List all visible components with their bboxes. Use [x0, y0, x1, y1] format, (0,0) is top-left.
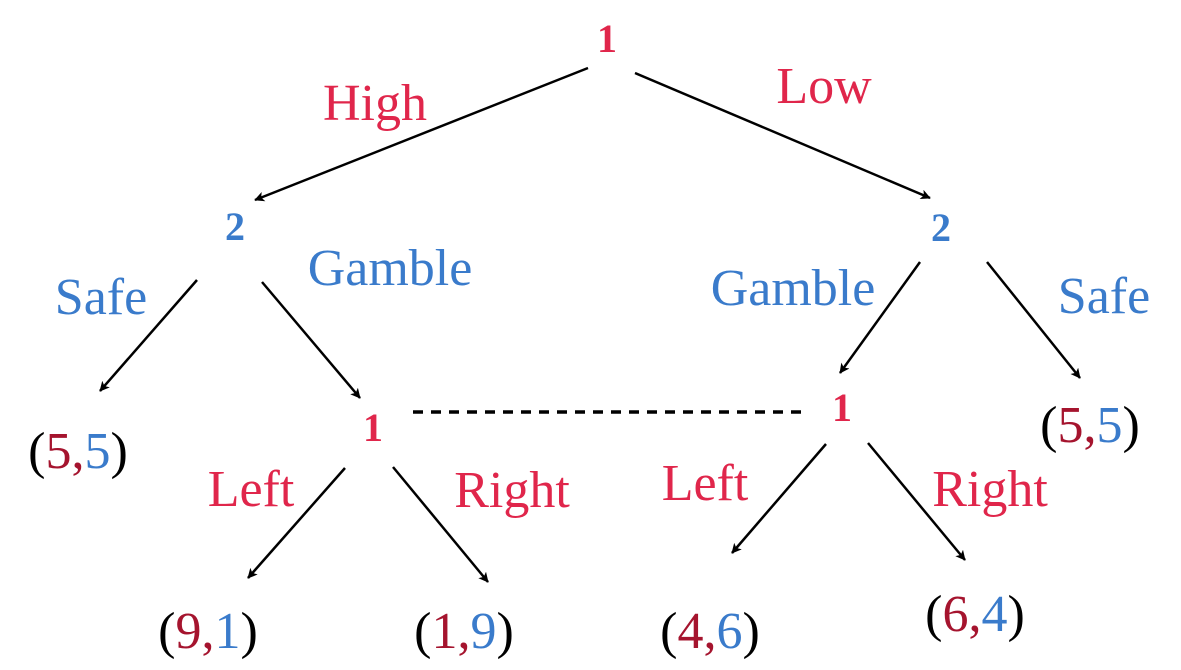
move-gamble-left-label: Gamble [308, 240, 473, 297]
edge-gamble-left [261, 281, 361, 399]
payoff-left-a: (9,1) [158, 603, 258, 660]
edge-gamble-right [838, 261, 922, 374]
edge-low [634, 71, 931, 200]
move-gamble-right-label: Gamble [711, 260, 876, 317]
p2-node-left: 2 [225, 204, 245, 249]
move-left-b-label: Left [662, 455, 749, 512]
payoff-left-b: (4,6) [660, 603, 760, 660]
p1-node-left: 1 [363, 405, 383, 450]
p2-node-right: 2 [931, 205, 951, 250]
payoff-right-b: (6,4) [925, 586, 1025, 643]
move-safe-left-label: Safe [55, 269, 147, 326]
edge-safe-right [986, 261, 1081, 379]
move-right-b-label: Right [932, 461, 1048, 518]
move-right-a-label: Right [454, 462, 570, 519]
root-node: 1 [597, 16, 617, 61]
move-high-label: High [323, 75, 427, 132]
edge-safe-left [99, 279, 198, 392]
edge-high [254, 66, 589, 202]
p1-node-right: 1 [832, 385, 852, 430]
edge-right-b [867, 442, 966, 561]
payoff-safe-left: (5,5) [28, 423, 128, 480]
move-left-a-label: Left [208, 461, 295, 518]
payoff-right-a: (1,9) [414, 603, 514, 660]
move-low-label: Low [776, 58, 872, 115]
edge-left-a [247, 467, 346, 579]
payoff-safe-right: (5,5) [1040, 397, 1140, 454]
move-safe-right-label: Safe [1058, 268, 1150, 325]
edge-right-a [392, 466, 489, 583]
edge-left-b [731, 443, 827, 554]
